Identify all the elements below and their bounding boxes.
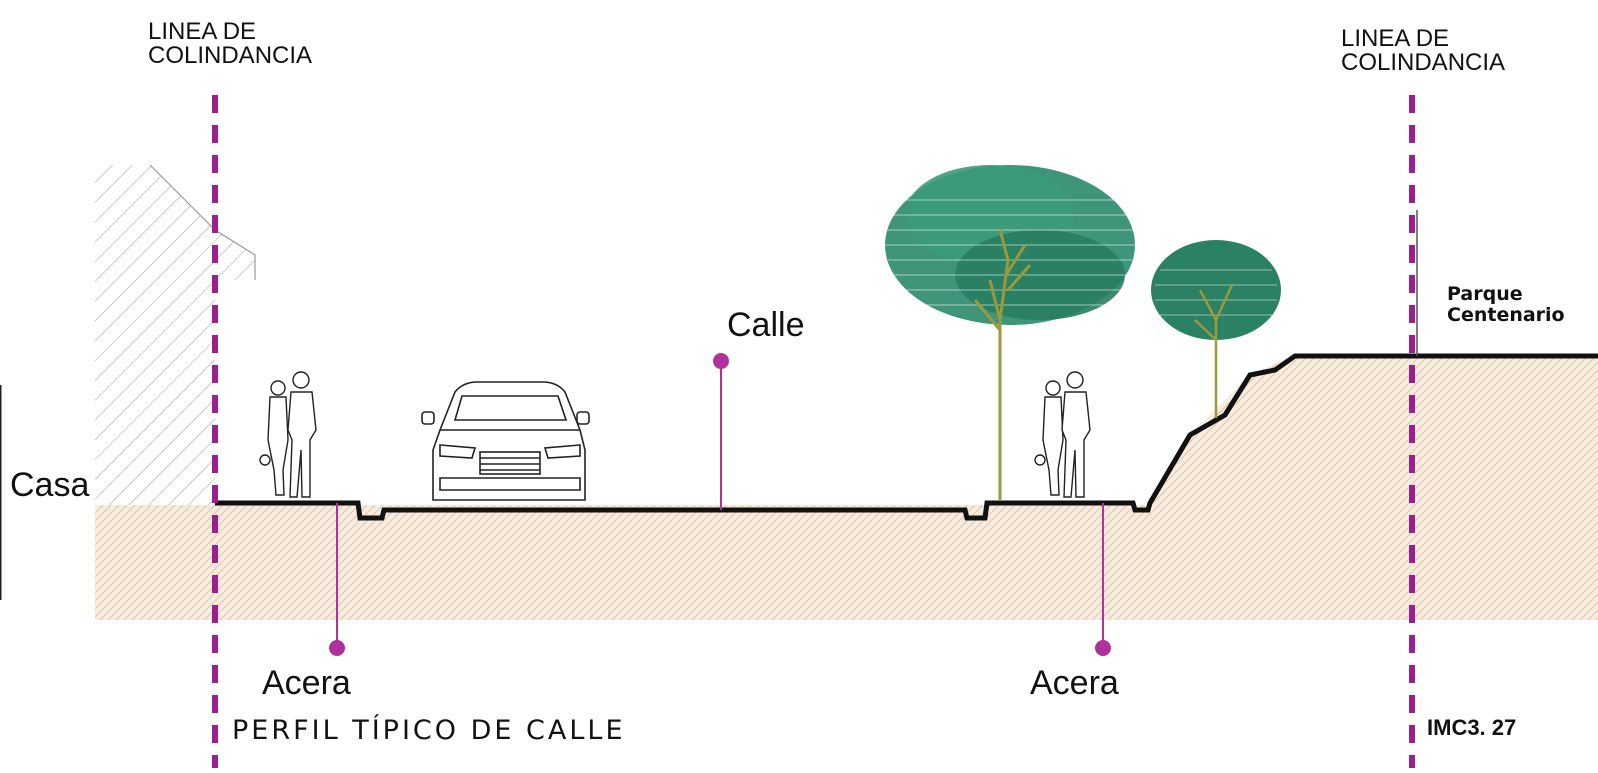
marker-acera-right (1095, 503, 1111, 656)
tree-large-icon (885, 165, 1135, 500)
pedestrians-left-icon (259, 371, 317, 498)
soil-fill (95, 355, 1598, 620)
boundary-label-right-line1: LINEA DE (1341, 25, 1450, 52)
park-label: Parque Centenario (1447, 284, 1565, 326)
marker-acera-left (329, 503, 345, 656)
park-label-line1: Parque (1447, 283, 1523, 305)
pedestrians-right-icon (1034, 371, 1091, 498)
sidewalk-left-label: Acera (262, 664, 351, 702)
ground-line (215, 353, 1598, 521)
house-label: Casa (10, 466, 90, 504)
car-icon (421, 381, 590, 501)
tree-small-icon (1151, 240, 1281, 418)
sidewalk-right-label: Acera (1030, 664, 1119, 702)
figure-caption: PERFIL TÍPICO DE CALLE (232, 715, 626, 746)
boundary-label-right: LINEA DE COLINDANCIA (1341, 27, 1505, 75)
boundary-label-left-line1: LINEA DE (148, 18, 257, 45)
boundary-label-left-line2: COLINDANCIA (148, 42, 313, 69)
street-label: Calle (727, 306, 805, 344)
park-label-line2: Centenario (1447, 304, 1565, 326)
boundary-label-right-line2: COLINDANCIA (1341, 49, 1506, 76)
house-section (95, 164, 256, 505)
boundary-label-left: LINEA DE COLINDANCIA (148, 20, 312, 68)
marker-calle (713, 353, 729, 510)
figure-code: IMC3. 27 (1427, 715, 1517, 740)
